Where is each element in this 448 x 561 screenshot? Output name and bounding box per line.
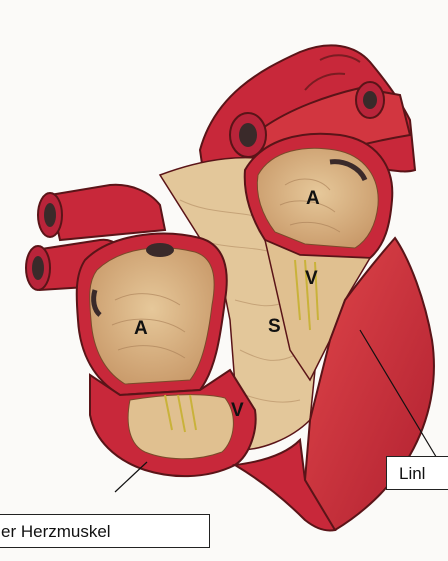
label-ventricle-left: V: [305, 268, 318, 290]
callout-box-right: Linl: [386, 456, 448, 490]
label-septum: S: [268, 316, 281, 338]
callout-label-left: er Herzmuskel: [1, 523, 111, 540]
atrium-right: [77, 234, 227, 395]
callout-label-right: Linl: [399, 465, 425, 482]
label-atrium-right: A: [134, 318, 148, 340]
callout-box-left: er Herzmuskel: [0, 514, 210, 548]
leader-line-left: [115, 462, 147, 492]
label-atrium-left: A: [306, 188, 320, 210]
label-ventricle-right: V: [231, 400, 244, 422]
